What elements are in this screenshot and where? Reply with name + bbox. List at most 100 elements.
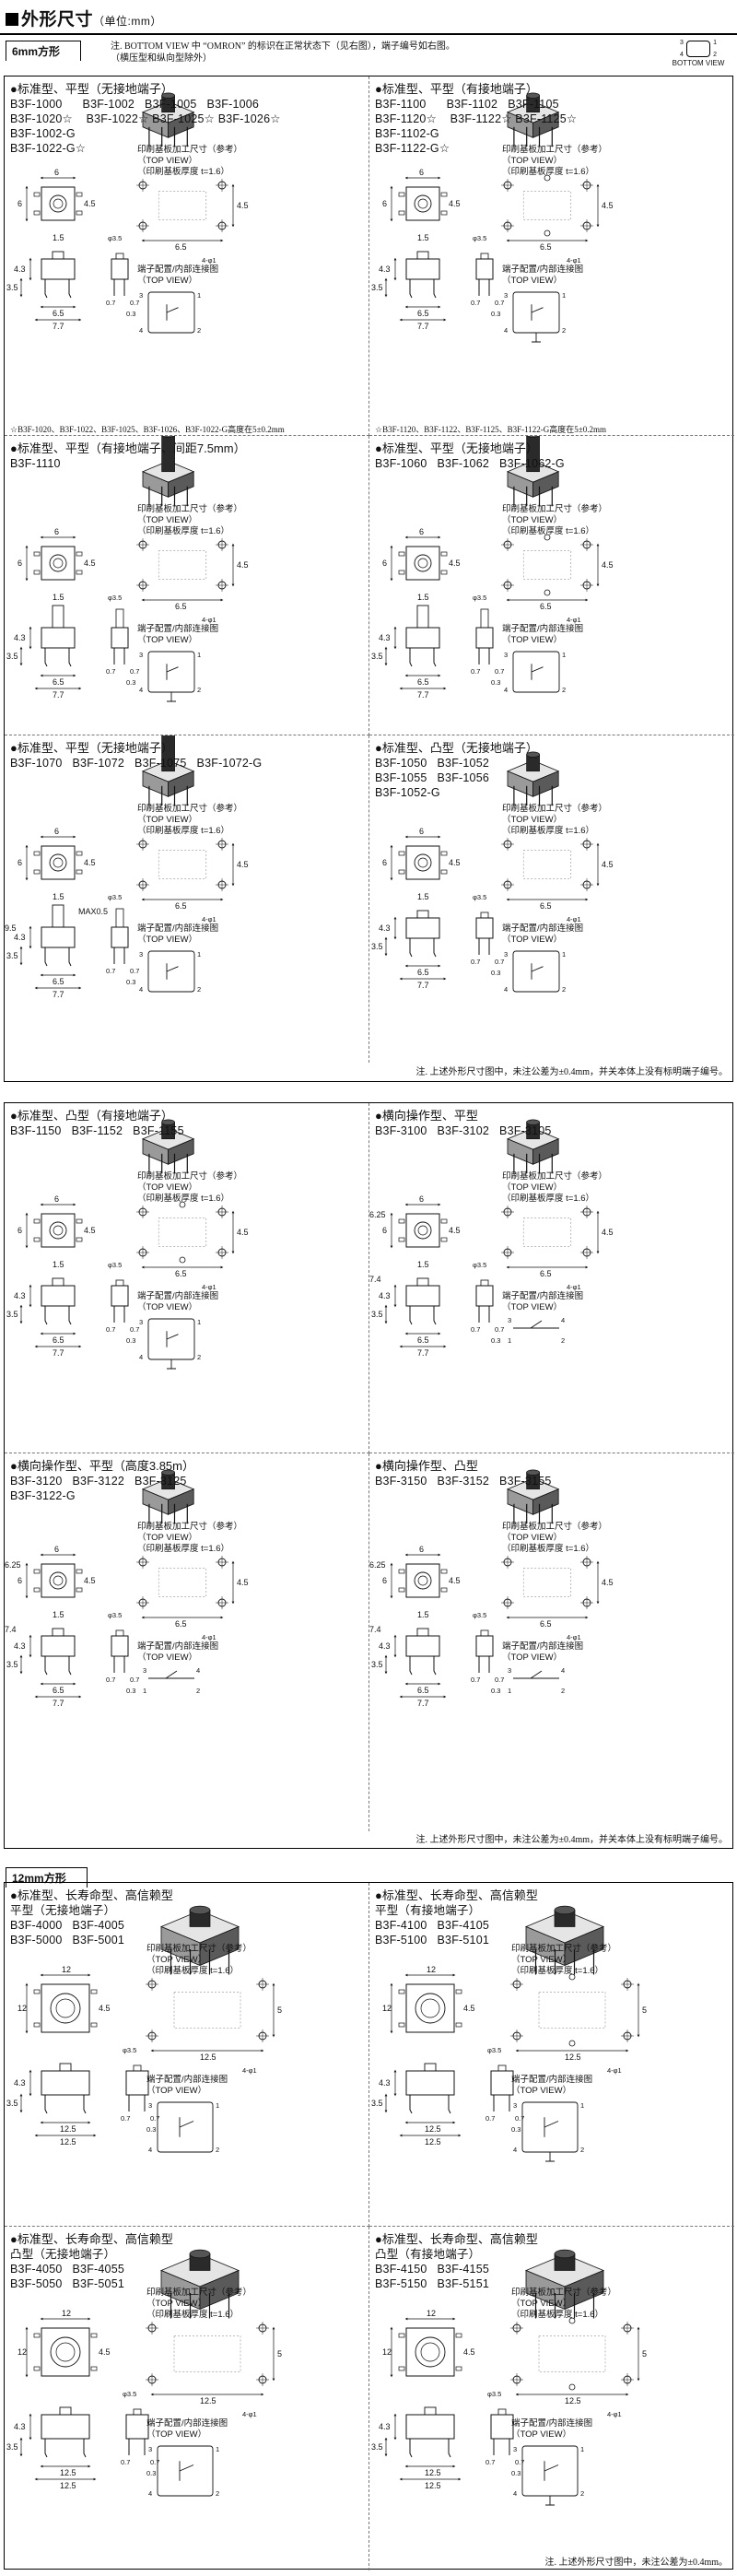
dimension-label: 0.7 bbox=[485, 2458, 495, 2466]
dimension-label: 4.3 bbox=[379, 265, 391, 274]
dimension-label: 6.5 bbox=[53, 1335, 64, 1345]
side-view-drawing: 4.33.56.57.7 bbox=[6, 1277, 82, 1358]
page-header: 外形尺寸（单位:mm） bbox=[0, 0, 737, 39]
dimension-label: 3 bbox=[508, 1316, 511, 1324]
model-category: ●标准型、平型（有接地端子、间距7.5mm） bbox=[10, 441, 246, 455]
side-view-drawing: 4.33.56.57.77.4 bbox=[5, 1625, 82, 1708]
dimension-label: 5 bbox=[277, 2349, 282, 2358]
dimension-label: 4.3 bbox=[14, 633, 26, 642]
model-number-row: B3F-1122-G☆ bbox=[375, 142, 450, 155]
model-heading: ●标准型、平型（无接地端子）B3F-1000 B3F-1002 B3F-1005… bbox=[10, 82, 281, 156]
model-number-row: B3F-1060 B3F-1062 B3F-1062-G bbox=[375, 457, 565, 470]
dimension-label: 1.5 bbox=[53, 233, 64, 242]
dimension-label: 1 bbox=[580, 2445, 584, 2453]
dimension-label: 4.3 bbox=[379, 2078, 391, 2088]
model-number-row: B3F-1070 B3F-1072 B3F-1075 B3F-1072-G bbox=[10, 757, 263, 770]
dimension-label: 6 bbox=[382, 858, 387, 867]
switch-3d-illustration bbox=[506, 92, 560, 147]
dimension-label: 0.3 bbox=[511, 2469, 521, 2477]
dimension-label: 4 bbox=[513, 2146, 517, 2154]
dimension-label: 0.7 bbox=[485, 2114, 495, 2123]
dimension-label: 4.5 bbox=[99, 2004, 111, 2013]
dimension-label: 12 bbox=[382, 2004, 392, 2013]
dimension-label: 2 bbox=[196, 1687, 200, 1695]
dimension-label: 6 bbox=[382, 559, 387, 568]
dimension-label: 1.5 bbox=[417, 233, 429, 242]
dimension-label: 4.5 bbox=[463, 2004, 475, 2013]
dimension-label: 4.3 bbox=[14, 2422, 26, 2431]
dimension-label: 0.3 bbox=[491, 1687, 500, 1695]
dimension-label: 4.5 bbox=[84, 559, 96, 568]
model-number-row: 平型（有接地端子） bbox=[375, 1904, 481, 1917]
switch-3d-illustration bbox=[141, 735, 195, 806]
pcb-pattern: 6.54.54-φ1 bbox=[136, 538, 249, 624]
model-number-row: B3F-1002-G bbox=[10, 127, 76, 140]
model-heading: ●标准型、长寿命型、高信赖型凸型（有接地端子）B3F-4150 B3F-4155… bbox=[375, 2232, 538, 2291]
bottom-view-note: 注. BOTTOM VIEW 中 “OMRON” 的标识在正常状态下（见右图），… bbox=[111, 41, 455, 64]
dimension-label: 4-φ1 bbox=[607, 2066, 622, 2075]
pcb-pattern: 12.554-φ1 bbox=[510, 1973, 647, 2075]
pcb-pattern: 6.54.54-φ1 bbox=[501, 1556, 614, 1641]
dimension-label: 4-φ1 bbox=[607, 2410, 622, 2418]
pcb-pattern: 6.54.54-φ1 bbox=[501, 1206, 614, 1291]
dimension-label: 3.5 bbox=[6, 1310, 18, 1319]
dimension-label: 4-φ1 bbox=[202, 1283, 216, 1291]
dimension-label: 1.5 bbox=[53, 1610, 64, 1619]
dimension-label: 6.5 bbox=[540, 901, 552, 911]
model-number-row: B3F-1022-G☆ bbox=[10, 142, 87, 155]
dimension-label: 4 bbox=[148, 2489, 152, 2498]
ground-icon bbox=[545, 2496, 555, 2506]
dimension-label: 4-φ1 bbox=[202, 915, 216, 923]
dimension-label: 0.7 bbox=[495, 299, 504, 307]
dimension-label: 3 bbox=[508, 1666, 511, 1675]
dimension-label: 2 bbox=[562, 985, 566, 994]
model-number-row: B3F-3150 B3F-3152 B3F-3155 bbox=[375, 1475, 552, 1488]
model-number-row: B3F-5000 B3F-5001 bbox=[10, 1934, 125, 1947]
switch-3d-illustration bbox=[141, 436, 195, 507]
model-number-row: B3F-3100 B3F-3102 B3F-3105 bbox=[375, 1124, 552, 1137]
dimension-label: φ3.5 bbox=[473, 893, 486, 901]
dimension-label: 3.5 bbox=[6, 951, 18, 960]
dimension-label: 0.7 bbox=[130, 299, 139, 307]
dimension-label: 0.7 bbox=[106, 1676, 115, 1684]
dimension-label: 3.5 bbox=[6, 1660, 18, 1669]
dimension-label: MAX0.5 bbox=[78, 907, 108, 916]
dimension-label: 3.5 bbox=[6, 283, 18, 292]
band-12mm-header: 12mm方形 bbox=[0, 1864, 737, 1888]
dimension-label: φ3.5 bbox=[108, 1611, 122, 1619]
dimension-label: 4.5 bbox=[449, 199, 461, 208]
dimension-label: 4.5 bbox=[449, 1226, 461, 1235]
dimension-label: 7.7 bbox=[53, 322, 64, 331]
dimension-label: 7.7 bbox=[53, 690, 64, 700]
model-heading: ●标准型、长寿命型、高信赖型平型（无接地端子）B3F-4000 B3F-4005… bbox=[10, 1888, 173, 1947]
dimension-label: 0.3 bbox=[511, 2125, 521, 2134]
pcb-annotation: 印刷基板加工尺寸（参考）（TOP VIEW）（印刷基板厚度 t=1.6） bbox=[511, 2288, 617, 2320]
model-number-row: B3F-1102-G bbox=[375, 127, 439, 140]
dimension-label: 12.5 bbox=[60, 2468, 76, 2477]
model-number-row: B3F-5150 B3F-5151 bbox=[375, 2277, 490, 2290]
dimension-label: 2 bbox=[562, 686, 566, 694]
dimension-label: 7.7 bbox=[53, 1699, 64, 1708]
dimension-label: 4.5 bbox=[237, 201, 249, 210]
dimension-label: 3 bbox=[148, 2445, 152, 2453]
dimension-label: 2 bbox=[580, 2146, 584, 2154]
dimension-label: 4 bbox=[504, 985, 508, 994]
switch-3d-illustration bbox=[524, 1905, 605, 1975]
